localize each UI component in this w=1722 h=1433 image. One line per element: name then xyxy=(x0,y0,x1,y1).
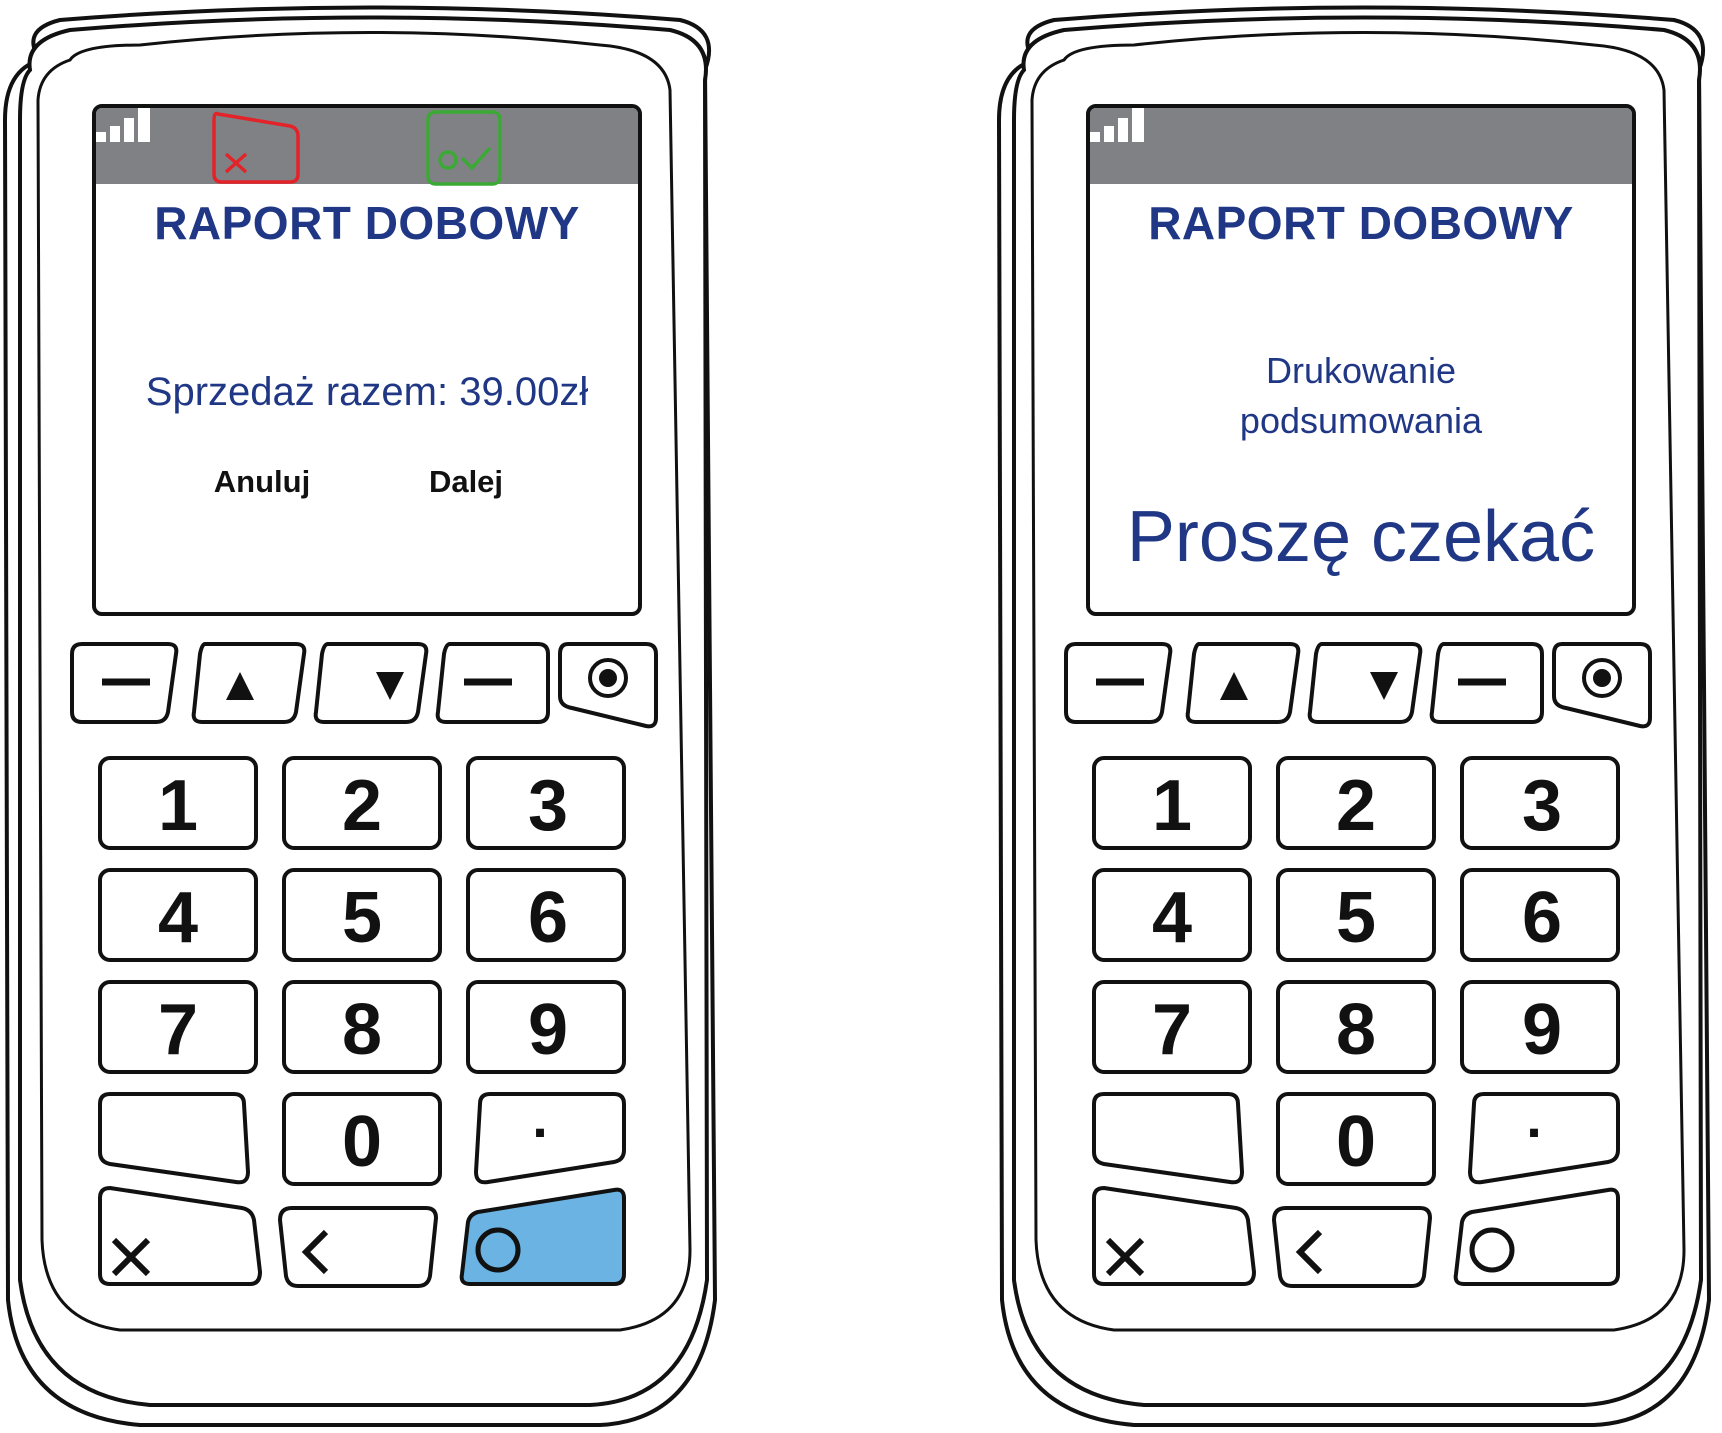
key-2-label: 2 xyxy=(1335,766,1377,846)
signal-icon xyxy=(1090,108,1144,142)
terminal-screen: RAPORT DOBOWY Sprzedaż razem: 39.00zł An… xyxy=(92,104,642,616)
key-4-label: 4 xyxy=(157,878,199,958)
key-5-label: 5 xyxy=(1335,878,1377,958)
cancel-label: Anuluj xyxy=(213,464,311,499)
status-bar xyxy=(96,108,638,184)
key-6-label: 6 xyxy=(1521,878,1563,958)
key-8-label: 8 xyxy=(1335,990,1377,1070)
key-2-label: 2 xyxy=(341,766,383,846)
dot-key-label: . xyxy=(532,1086,548,1149)
key-0-label: 0 xyxy=(1335,1102,1377,1182)
key-1-label: 1 xyxy=(1151,766,1193,846)
key-8-label: 8 xyxy=(341,990,383,1070)
key-0-label: 0 xyxy=(341,1102,383,1182)
cancel-card-icon[interactable] xyxy=(210,108,302,188)
key-6-label: 6 xyxy=(527,878,569,958)
total-sales-text: Sprzedaż razem: 39.00zł xyxy=(145,370,589,414)
terminal-screen: RAPORT DOBOWY Drukowanie podsumowania Pr… xyxy=(1086,104,1636,616)
key-7-label: 7 xyxy=(1151,990,1193,1070)
printing-line-1: Drukowanie xyxy=(1265,350,1457,391)
please-wait-text: Proszę czekać xyxy=(1126,497,1596,577)
key-4-label: 4 xyxy=(1151,878,1193,958)
key-5-label: 5 xyxy=(341,878,383,958)
printing-line-2: podsumowania xyxy=(1239,400,1483,441)
next-label: Dalej xyxy=(428,464,504,499)
key-9-label: 9 xyxy=(1521,990,1563,1070)
screen-title: RAPORT DOBOWY xyxy=(154,197,580,249)
status-bar xyxy=(1090,108,1632,184)
key-3-label: 3 xyxy=(527,766,569,846)
screen-title: RAPORT DOBOWY xyxy=(1148,197,1574,249)
right-terminal: RAPORT DOBOWY Drukowanie podsumowania Pr… xyxy=(994,0,1722,1433)
confirm-card-icon[interactable] xyxy=(424,108,504,188)
key-1-label: 1 xyxy=(157,766,199,846)
key-3-label: 3 xyxy=(1521,766,1563,846)
key-7-label: 7 xyxy=(157,990,199,1070)
left-terminal: RAPORT DOBOWY Sprzedaż razem: 39.00zł An… xyxy=(0,0,740,1433)
dot-key-label: . xyxy=(1526,1086,1542,1149)
key-9-label: 9 xyxy=(527,990,569,1070)
signal-icon xyxy=(96,108,150,142)
